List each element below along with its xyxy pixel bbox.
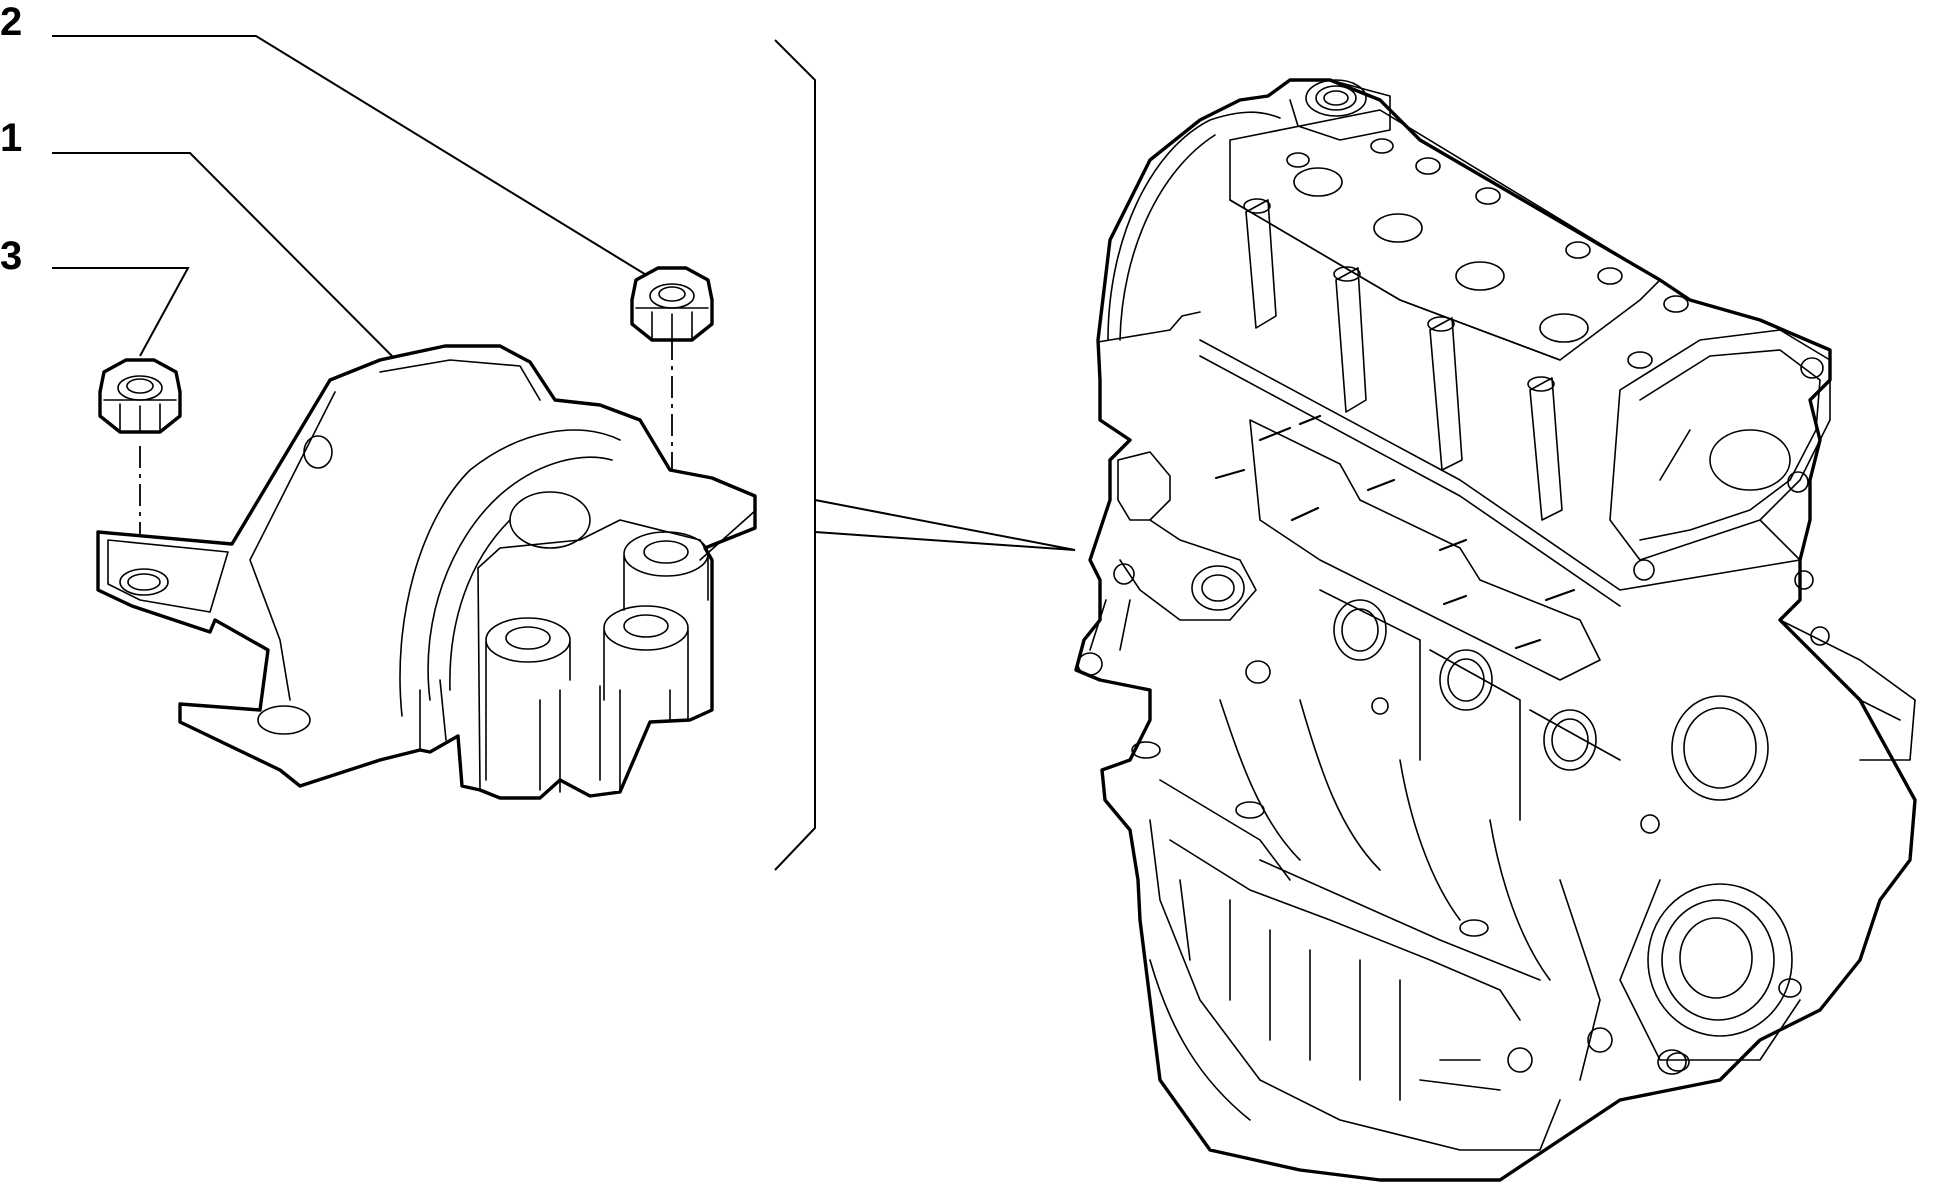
leader-lines [52,35,1076,871]
callout-3: 3 [0,234,23,278]
engine-group-bracket [774,39,816,871]
nut-upper [630,266,714,342]
leader-2 [52,35,649,277]
engine-mount [96,344,757,800]
nut-left [98,358,182,434]
leader-1 [52,152,393,357]
engine-pointer [814,499,1076,551]
callout-2: 2 [0,0,23,44]
leader-3 [52,267,190,357]
callout-1: 1 [0,116,23,160]
engine-assembly [1074,78,1917,1182]
